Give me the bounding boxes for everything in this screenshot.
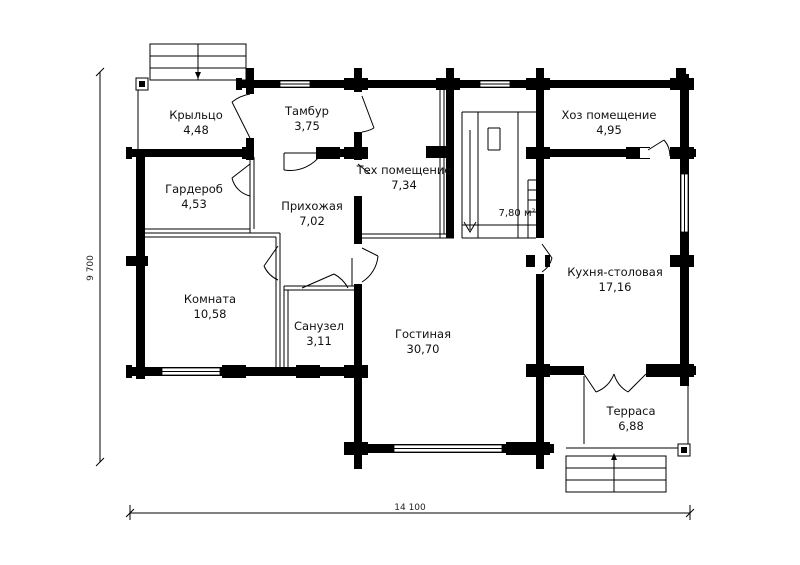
room-name-tech: Тех помещение [356, 163, 452, 177]
dimension-lines [95, 67, 695, 520]
doors [231, 93, 671, 444]
room-name-tambur: Тамбур [284, 104, 329, 118]
room-labels: Крыльцо 4,48 Тамбур 3,75 Тех помещение 7… [165, 104, 663, 433]
room-area-tambur: 3,75 [294, 119, 320, 133]
room-area-krylco: 4,48 [183, 123, 209, 137]
room-area-prihozh: 7,02 [299, 214, 325, 228]
room-name-komnata: Комната [184, 292, 236, 306]
room-area-terrasa: 6,88 [618, 419, 644, 433]
room-area-tech: 7,34 [391, 178, 417, 192]
room-name-terrasa: Терраса [605, 404, 655, 418]
dimension-height: 9 700 [86, 255, 96, 281]
room-name-kuhnya: Кухня-столовая [567, 265, 663, 279]
room-area-garderob: 4,53 [181, 197, 207, 211]
room-area-kuhnya: 17,16 [599, 280, 632, 294]
stair-area: 7,80 м² [499, 208, 536, 219]
room-area-komnata: 10,58 [194, 307, 227, 321]
room-name-gostinaya: Гостиная [395, 327, 451, 341]
room-name-prihozh: Прихожая [281, 199, 343, 213]
staircase [461, 111, 536, 239]
room-area-sanuzel: 3,11 [306, 334, 332, 348]
room-name-sanuzel: Санузел [294, 319, 344, 333]
room-area-gostinaya: 30,70 [407, 342, 440, 356]
room-name-garderob: Гардероб [165, 182, 223, 196]
room-name-hoz: Хоз помещение [562, 108, 657, 122]
partitions [145, 88, 454, 367]
room-area-hoz: 4,95 [596, 123, 622, 137]
dimension-width: 14 100 [394, 503, 426, 513]
room-name-krylco: Крыльцо [169, 108, 223, 122]
terrace-steps-bottom [565, 453, 667, 493]
porch-steps-top [149, 43, 247, 81]
